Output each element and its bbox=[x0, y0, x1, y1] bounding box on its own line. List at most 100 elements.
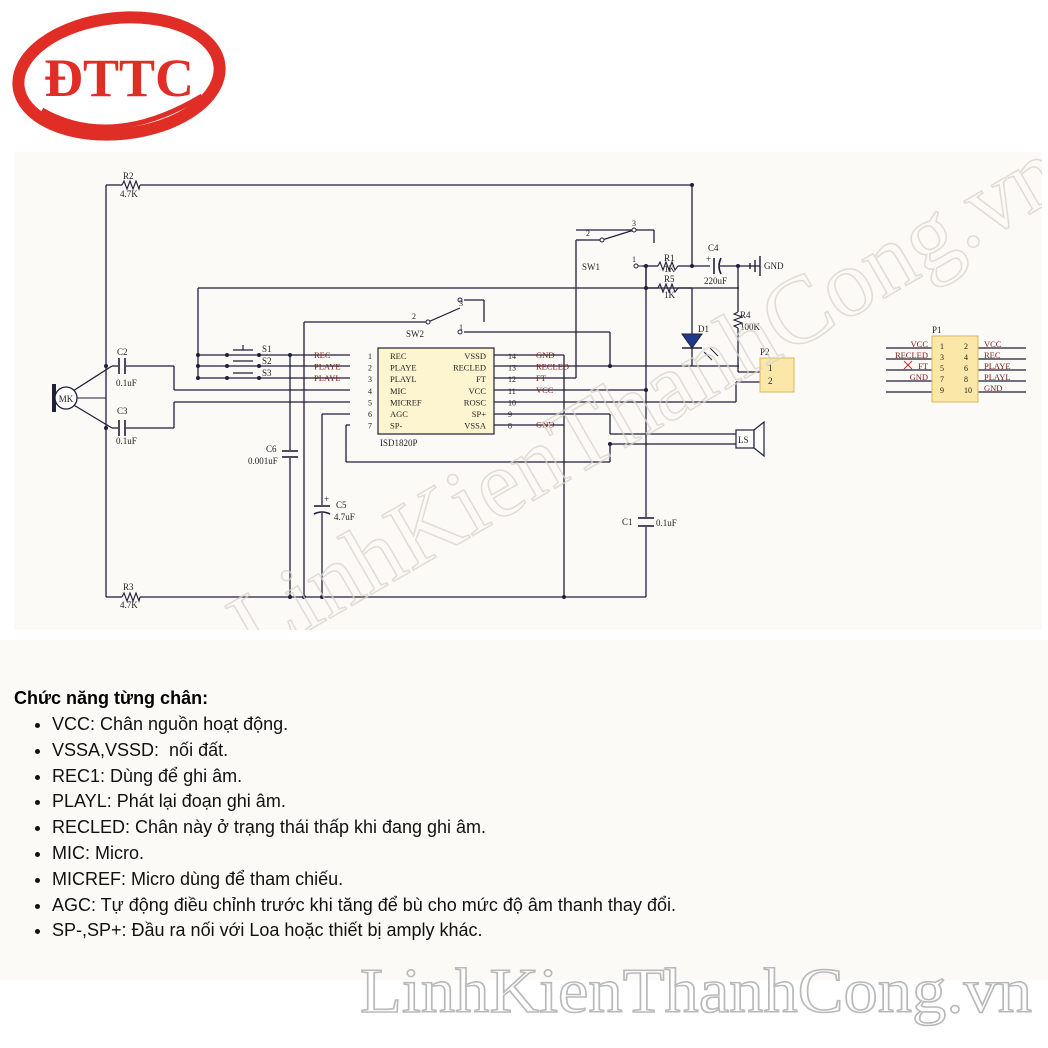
chip-net-label: VCC bbox=[536, 385, 554, 395]
p1-net-label: PLAYL bbox=[984, 372, 1011, 382]
chip-pin-name: REC bbox=[390, 351, 407, 361]
bottom-watermark-text: LinhKienThanhCong.vn bbox=[360, 955, 1032, 1026]
c1-ref: C1 bbox=[622, 517, 633, 527]
sw2-ref: SW2 bbox=[406, 329, 424, 339]
chip-net-label: PLAYL bbox=[314, 373, 341, 383]
pin-function-list: VCC: Chân nguồn hoạt động. VSSA,VSSD: nố… bbox=[0, 712, 676, 944]
list-item: MICREF: Micro dùng để tham chiếu. bbox=[52, 867, 676, 893]
chip-pin-number: 7 bbox=[368, 422, 372, 431]
p1-pin-number: 5 bbox=[940, 364, 944, 373]
r5-value: 1K bbox=[664, 290, 676, 300]
p1-net-label: FT bbox=[918, 361, 929, 371]
chip-pin-number: 10 bbox=[508, 398, 516, 407]
chip-net-label: PLAYE bbox=[314, 362, 341, 372]
chip-pin-name: RECLED bbox=[453, 363, 486, 373]
r2-value: 4.7K bbox=[120, 189, 138, 199]
c4-value: 220uF bbox=[704, 276, 727, 286]
chip-pin-number: 2 bbox=[368, 364, 372, 373]
chip-pin-number: 9 bbox=[508, 410, 512, 419]
c2-ref: C2 bbox=[117, 347, 128, 357]
p1-net-label: VCC bbox=[911, 339, 929, 349]
p1-net-label: GND bbox=[984, 383, 1002, 393]
chip-pin-name: SP+ bbox=[472, 409, 486, 419]
c6-ref: C6 bbox=[266, 444, 277, 454]
list-item: AGC: Tự động điều chỉnh trước khi tăng đ… bbox=[52, 893, 676, 919]
speaker-label: LS bbox=[738, 435, 749, 445]
c4-plus: + bbox=[706, 254, 711, 264]
s1-label: S1 bbox=[262, 344, 272, 354]
r4-ref: R4 bbox=[740, 310, 751, 320]
c1-value: 0.1uF bbox=[656, 518, 677, 528]
dttc-logo: ĐTTC bbox=[12, 11, 226, 141]
sw1-pin1: 1 bbox=[632, 255, 636, 264]
chip-net-label: REC bbox=[314, 350, 331, 360]
chip-pin-number: 11 bbox=[508, 387, 516, 396]
list-item: RECLED: Chân này ở trạng thái thấp khi đ… bbox=[52, 815, 676, 841]
s2-label: S2 bbox=[262, 356, 272, 366]
c3-ref: C3 bbox=[117, 406, 128, 416]
c4-ref: C4 bbox=[708, 243, 719, 253]
chip-pin-name: MIC bbox=[390, 386, 406, 396]
bottom-watermark: LinhKienThanhCong.vn bbox=[359, 954, 1033, 1027]
chip-pin-name: VSSD bbox=[464, 351, 486, 361]
mic-label: MK bbox=[59, 394, 74, 404]
chip-pin-number: 6 bbox=[368, 410, 372, 419]
p1-pin-number: 2 bbox=[964, 342, 968, 351]
r1-value: 1K bbox=[664, 264, 676, 274]
p2-pin1: 1 bbox=[768, 363, 773, 373]
chip-name: ISD1820P bbox=[380, 438, 418, 448]
sw1-pin3: 3 bbox=[632, 219, 636, 228]
p1-net-label: REC bbox=[984, 350, 1001, 360]
list-item: MIC: Micro. bbox=[52, 841, 676, 867]
p1-pin-number: 7 bbox=[940, 375, 944, 384]
p2-ref: P2 bbox=[760, 347, 770, 357]
list-item: VSSA,VSSD: nối đất. bbox=[52, 738, 676, 764]
chip-pin-number: 5 bbox=[368, 398, 372, 407]
p1-net-label: RECLED bbox=[895, 350, 928, 360]
c5-plus: + bbox=[324, 494, 329, 504]
chip-pin-name: PLAYE bbox=[390, 363, 417, 373]
r3-ref: R3 bbox=[123, 582, 134, 592]
p2-pin2: 2 bbox=[768, 376, 773, 386]
chip-pin-number: 3 bbox=[368, 375, 372, 384]
chip-pin-number: 4 bbox=[368, 387, 372, 396]
r3-value: 4.7K bbox=[120, 600, 138, 610]
r2-ref: R2 bbox=[123, 171, 134, 181]
p1-net-label: VCC bbox=[984, 339, 1002, 349]
c5-ref: C5 bbox=[336, 500, 347, 510]
p1-pin-number: 3 bbox=[940, 353, 944, 362]
sw1-pin2: 2 bbox=[586, 229, 590, 238]
p1-net-label: PLAYE bbox=[984, 361, 1011, 371]
chip-pin-name: FT bbox=[476, 374, 487, 384]
c2-value: 0.1uF bbox=[116, 378, 137, 388]
c5-value: 4.7uF bbox=[334, 512, 355, 522]
c6-value: 0.001uF bbox=[248, 456, 278, 466]
r5-ref: R5 bbox=[664, 274, 675, 284]
p1-pin-number: 6 bbox=[964, 364, 968, 373]
chip-pin-name: SP- bbox=[390, 421, 402, 431]
chip-net-label: GND bbox=[536, 350, 554, 360]
sw1-ref: SW1 bbox=[582, 262, 600, 272]
gnd-label: GND bbox=[764, 261, 784, 271]
r1-ref: R1 bbox=[664, 253, 675, 263]
c3-value: 0.1uF bbox=[116, 436, 137, 446]
p1-pin-number: 10 bbox=[964, 386, 972, 395]
p1-ref: P1 bbox=[932, 325, 942, 335]
list-item: VCC: Chân nguồn hoạt động. bbox=[52, 712, 676, 738]
chip-pin-name: PLAYL bbox=[390, 374, 417, 384]
list-item: REC1: Dùng để ghi âm. bbox=[52, 764, 676, 790]
p1-pin-number: 1 bbox=[940, 342, 944, 351]
sw2-pin1: 1 bbox=[459, 323, 463, 332]
p1-pin-number: 9 bbox=[940, 386, 944, 395]
list-item: PLAYL: Phát lại đoạn ghi âm. bbox=[52, 789, 676, 815]
chip-pin-name: AGC bbox=[390, 409, 408, 419]
chip-pin-name: ROSC bbox=[464, 397, 487, 407]
schematic-area: R2 4.7K R3 4.7K MK C2 0.1uF C3 0.1uF S1 … bbox=[14, 152, 1042, 630]
sw2-pin2: 2 bbox=[412, 312, 416, 321]
chip-pin-number: 1 bbox=[368, 352, 372, 361]
chip-pin-number: 14 bbox=[508, 352, 516, 361]
chip-pin-number: 8 bbox=[508, 422, 512, 431]
d1-ref: D1 bbox=[698, 324, 709, 334]
list-item: SP-,SP+: Đầu ra nối với Loa hoặc thiết b… bbox=[52, 918, 676, 944]
chip-net-label: RECLED bbox=[536, 362, 569, 372]
